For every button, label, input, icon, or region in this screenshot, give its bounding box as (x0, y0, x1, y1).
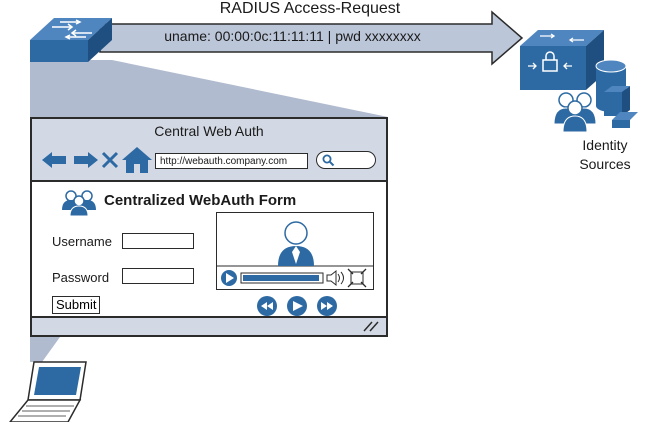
play-icon[interactable] (221, 270, 237, 286)
url-field[interactable]: http://webauth.company.com (155, 153, 308, 169)
laptop-icon (9, 361, 87, 422)
radius-arrow (99, 10, 524, 66)
username-input[interactable] (122, 233, 194, 249)
browser-nav-icons (42, 147, 152, 173)
password-input[interactable] (122, 268, 194, 284)
media-controls (257, 296, 337, 316)
fullscreen-icon[interactable] (347, 268, 367, 288)
video-frame (217, 221, 373, 288)
identity-sources-label: Identity Sources (560, 136, 650, 174)
switch-icon (30, 18, 112, 62)
stop-icon[interactable] (101, 151, 119, 169)
browser-statusbar (32, 316, 386, 335)
username-label: Username (52, 234, 112, 249)
fast-forward-icon[interactable] (317, 296, 337, 316)
forward-arrow-icon[interactable] (74, 152, 98, 168)
rewind-icon[interactable] (257, 296, 277, 316)
password-label: Password (52, 270, 110, 285)
radius-payload: uname: 00:00:0c:11:11:11 | pwd xxxxxxxx (164, 28, 421, 44)
browser-title: Central Web Auth (154, 123, 264, 139)
search-icon (322, 154, 335, 167)
users-group-icon (62, 190, 96, 216)
laptop-projection-shape (30, 337, 60, 362)
search-field[interactable] (316, 151, 376, 169)
identity-label-line2: Sources (579, 156, 631, 172)
identity-sources-icon (520, 30, 638, 133)
projection-shape (30, 60, 388, 117)
radius-title: RADIUS Access-Request (219, 0, 401, 17)
presenter-avatar (278, 221, 314, 266)
form-heading: Centralized WebAuth Form (104, 192, 297, 209)
browser-toolbar: Central Web Auth http://webauth.company.… (32, 119, 386, 182)
submit-button[interactable]: Submit (52, 296, 101, 314)
play-icon[interactable] (287, 296, 307, 316)
volume-icon[interactable] (326, 269, 344, 287)
home-icon[interactable] (122, 147, 152, 173)
back-arrow-icon[interactable] (42, 152, 66, 168)
progress-bar[interactable] (240, 272, 324, 284)
video-player (216, 212, 374, 290)
identity-label-line1: Identity (582, 137, 628, 153)
resize-grip-icon[interactable] (362, 320, 380, 332)
